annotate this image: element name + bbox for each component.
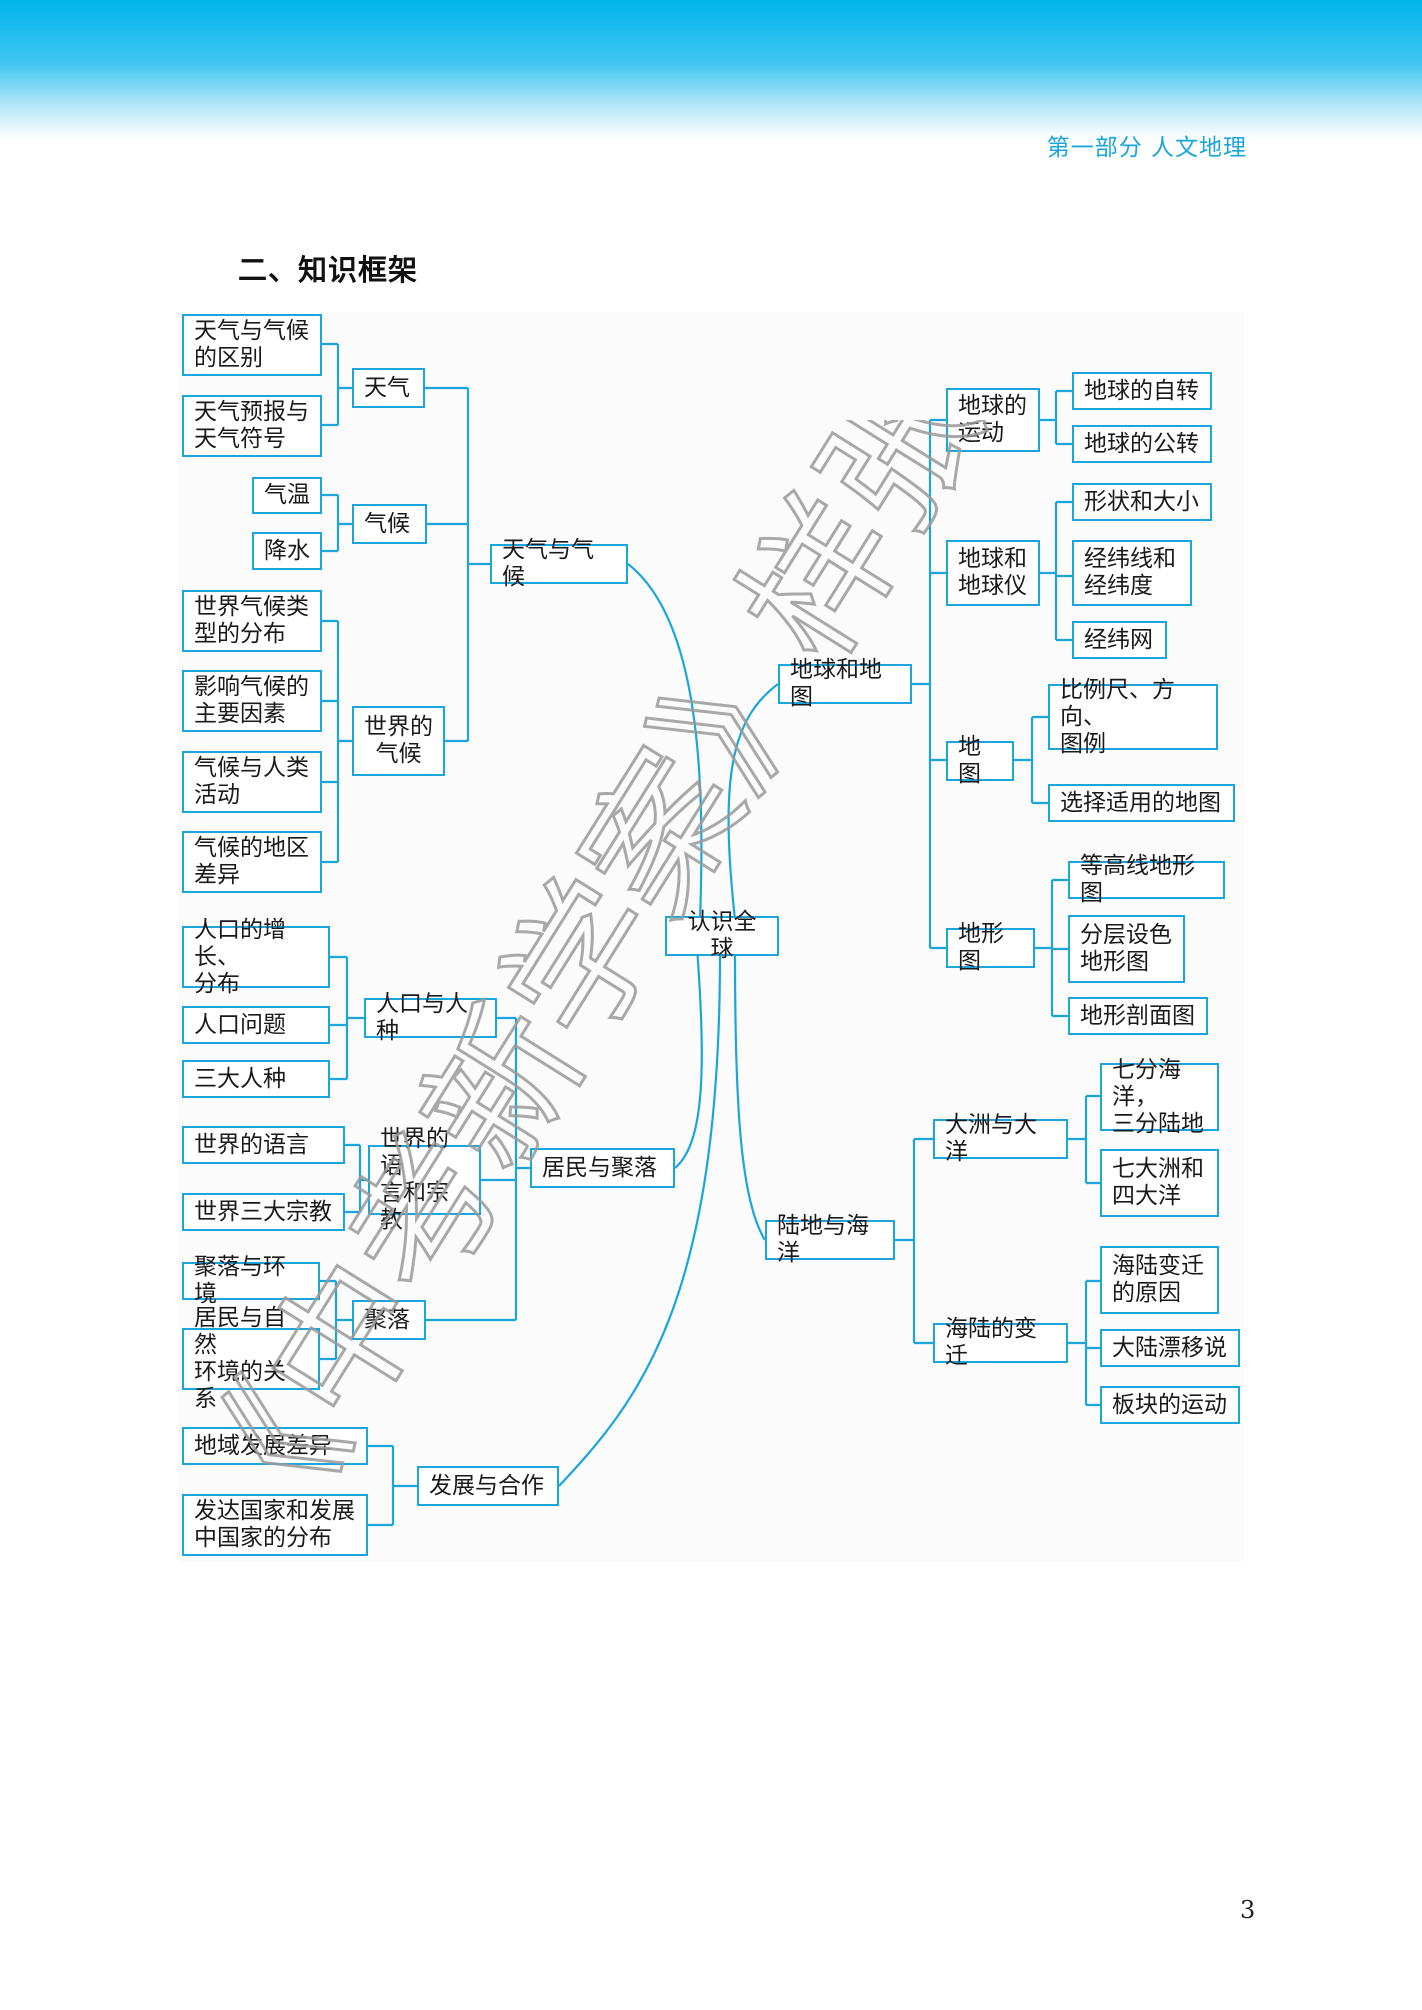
node-continents-oceans: 大洲与大洋: [933, 1112, 1068, 1165]
leaf-population-problems: 人口问题: [182, 1006, 330, 1044]
node-world-climate: 世界的 气候: [352, 706, 445, 776]
leaf-climate-distribution: 世界气候类 型的分布: [182, 590, 322, 652]
node-residents: 居民与聚落: [530, 1148, 675, 1188]
leaf-terrain-profile: 地形剖面图: [1068, 997, 1208, 1035]
section-heading: 二、知识框架: [238, 253, 419, 287]
leaf-seven-ocean-three-land: 七分海洋， 三分陆地: [1100, 1057, 1219, 1137]
section-label: 第一部分 人文地理: [1046, 135, 1247, 161]
leaf-climate-regional: 气候的地区 差异: [182, 831, 322, 893]
header-band: [0, 0, 1422, 140]
leaf-lat-long-lines: 经纬线和 经纬度: [1072, 540, 1192, 606]
leaf-three-races: 三大人种: [182, 1060, 330, 1098]
leaf-choose-map: 选择适用的地图: [1048, 784, 1235, 822]
node-earth-map: 地球和地图: [778, 657, 912, 710]
leaf-plate-motion: 板块的运动: [1100, 1386, 1240, 1424]
node-development: 发展与合作: [417, 1466, 559, 1506]
leaf-shape-size: 形状和大小: [1072, 483, 1212, 521]
page-number: 3: [1240, 1896, 1256, 1924]
leaf-regional-gap: 地域发展差异: [182, 1427, 368, 1465]
node-weather: 天气: [352, 368, 425, 408]
leaf-developed-developing: 发达国家和发展 中国家的分布: [182, 1494, 368, 1556]
leaf-weather-vs-climate: 天气与气候 的区别: [182, 314, 322, 376]
node-weather-climate: 天气与气候: [490, 537, 628, 590]
node-settlement: 聚落: [352, 1300, 426, 1340]
leaf-temperature: 气温: [252, 477, 322, 514]
node-earth-globe: 地球和 地球仪: [946, 540, 1040, 606]
leaf-population-growth: 人口的增长、 分布: [182, 917, 330, 997]
leaf-revolution: 地球的公转: [1072, 425, 1212, 463]
node-earth-motion: 地球的 运动: [946, 388, 1040, 452]
node-language-religion: 世界的语 言和宗教: [368, 1126, 481, 1233]
leaf-settlement-environment: 聚落与环境: [182, 1254, 320, 1307]
node-population: 人口与人种: [364, 991, 497, 1044]
leaf-world-languages: 世界的语言: [182, 1126, 345, 1164]
leaf-change-causes: 海陆变迁 的原因: [1100, 1246, 1219, 1314]
node-land-sea: 陆地与海洋: [765, 1213, 895, 1266]
leaf-climate-human: 气候与人类 活动: [182, 751, 322, 813]
leaf-weather-forecast: 天气预报与 天气符号: [182, 395, 322, 457]
leaf-grid: 经纬网: [1072, 621, 1167, 659]
leaf-climate-factors: 影响气候的 主要因素: [182, 670, 322, 732]
leaf-world-religions: 世界三大宗教: [182, 1193, 345, 1231]
leaf-contour-map: 等高线地形图: [1068, 853, 1225, 906]
leaf-scale-direction-legend: 比例尺、方向、 图例: [1048, 677, 1218, 757]
node-climate: 气候: [352, 504, 427, 544]
leaf-precipitation: 降水: [252, 532, 322, 570]
node-sea-land-changes: 海陆的变迁: [933, 1316, 1068, 1369]
root-node: 认识全球: [665, 909, 779, 962]
leaf-seven-continents-four-oceans: 七大洲和 四大洋: [1100, 1149, 1219, 1217]
leaf-resident-nature: 居民与自然 环境的关系: [182, 1305, 320, 1412]
leaf-rotation: 地球的自转: [1072, 372, 1212, 410]
leaf-layered-color-map: 分层设色 地形图: [1068, 915, 1185, 983]
leaf-continental-drift: 大陆漂移说: [1100, 1329, 1240, 1367]
node-terrain-map: 地形图: [946, 921, 1035, 974]
node-map: 地图: [946, 734, 1014, 787]
